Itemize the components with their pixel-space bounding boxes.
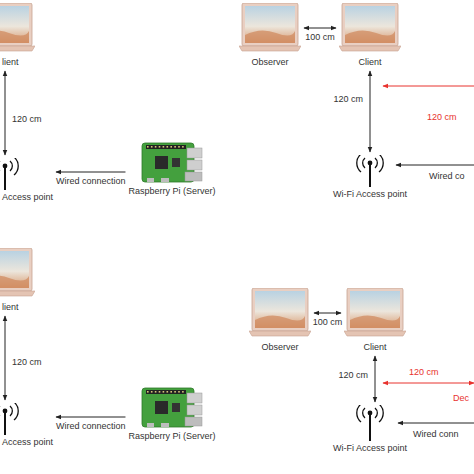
observer-laptop: Observer [249, 288, 311, 353]
connection-label: Wired connection [55, 176, 127, 187]
access-point: Access point [0, 158, 53, 203]
device-label: Client [363, 342, 386, 353]
access-point: Wi-Fi Access point [333, 155, 407, 200]
ap-icon [0, 158, 20, 190]
laptop-icon [239, 3, 301, 55]
access-point: Access point [0, 403, 53, 448]
device-label: lient [0, 302, 19, 313]
ap-icon [0, 403, 20, 435]
distance-label: 120 cm [408, 367, 440, 378]
client-laptop: lient [0, 3, 35, 68]
dimension-label: 120 cm [11, 114, 43, 125]
connection-label: Wired conn [412, 429, 460, 440]
device-label: Observer [261, 342, 298, 353]
laptop-icon [339, 3, 401, 55]
device-label: Access point [0, 192, 53, 203]
decoy-label: Dec [452, 393, 470, 404]
distance-line [383, 86, 474, 87]
distance-line [383, 383, 474, 384]
pi-icon [141, 385, 203, 429]
dimension-arrow [5, 71, 6, 155]
laptop-icon [249, 288, 311, 340]
dimension-arrow [375, 356, 376, 402]
wire-arrow [396, 165, 474, 166]
client-laptop: Client [344, 288, 406, 353]
device-label: Access point [0, 437, 53, 448]
dimension-arrow [5, 316, 6, 400]
connection-label: Wired co [428, 171, 466, 182]
device-label: lient [0, 57, 19, 68]
dimension-arrow [314, 313, 341, 314]
wire-arrow [398, 423, 474, 424]
client-laptop: Client [339, 3, 401, 68]
laptop-icon [344, 288, 406, 340]
client-laptop: lient [0, 248, 35, 313]
pi-icon [141, 140, 203, 184]
ap-icon [355, 405, 385, 441]
observer-laptop: Observer [239, 3, 301, 68]
server-board: Raspberry Pi (Server) [128, 140, 215, 197]
connection-arrow [56, 417, 125, 418]
dimension-label: 120 cm [11, 357, 43, 368]
ap-icon [355, 155, 385, 187]
device-label: Raspberry Pi (Server) [128, 431, 215, 442]
connection-arrow [56, 172, 125, 173]
laptop-icon [0, 3, 35, 55]
device-label: Wi-Fi Access point [333, 189, 407, 200]
device-label: Observer [251, 57, 288, 68]
device-label: Wi-Fi Access point [333, 443, 407, 454]
laptop-icon [0, 248, 35, 300]
dimension-label: 120 cm [332, 94, 364, 105]
server-board: Raspberry Pi (Server) [128, 385, 215, 442]
distance-label: 120 cm [426, 112, 458, 123]
dimension-arrow [370, 71, 371, 152]
access-point: Wi-Fi Access point [333, 405, 407, 454]
dimension-arrow [304, 28, 336, 29]
connection-label: Wired connection [55, 421, 127, 432]
device-label: Client [358, 57, 381, 68]
dimension-label: 120 cm [337, 370, 369, 381]
dimension-label: 100 cm [304, 32, 336, 43]
device-label: Raspberry Pi (Server) [128, 186, 215, 197]
dimension-label: 100 cm [312, 317, 344, 328]
